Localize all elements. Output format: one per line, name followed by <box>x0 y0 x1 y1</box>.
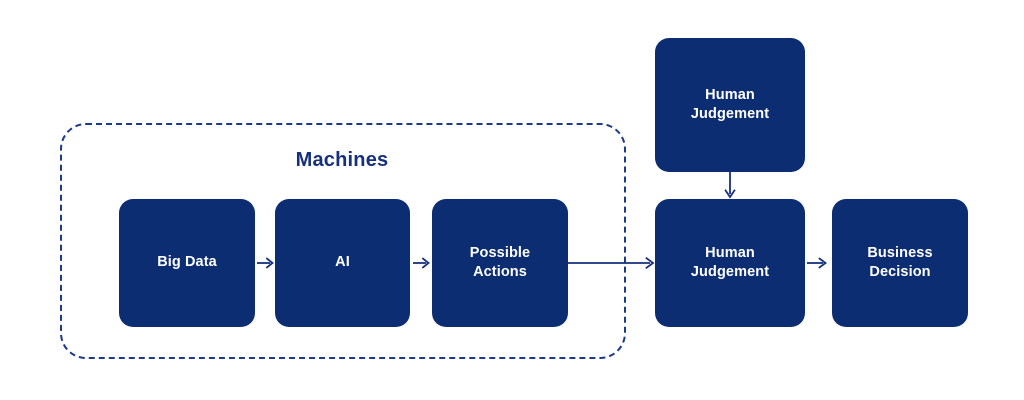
node-big-data[interactable]: Big Data <box>119 199 255 327</box>
node-human-judgement-main-label: Human Judgement <box>690 244 770 280</box>
node-ai[interactable]: AI <box>275 199 410 327</box>
node-possible-actions[interactable]: Possible Actions <box>432 199 568 327</box>
connector-big-data-to-ai-arrow-icon <box>257 255 275 271</box>
node-big-data-label: Big Data <box>157 254 217 271</box>
connector-human-judgement-to-business-decision-arrow-icon <box>807 255 829 271</box>
node-ai-label: AI <box>335 254 350 271</box>
node-human-judgement-main[interactable]: Human Judgement <box>655 199 805 327</box>
connector-human-judgement-top-to-main-arrow-icon <box>722 172 738 200</box>
connector-possible-actions-to-human-judgement-arrow-icon <box>568 255 656 271</box>
node-human-judgement-top[interactable]: Human Judgement <box>655 38 805 172</box>
machines-group-frame <box>60 123 626 359</box>
node-business-decision-label: Business Decision <box>867 244 933 280</box>
machines-group-title: Machines <box>295 149 389 171</box>
node-possible-actions-label: Possible Actions <box>469 244 531 280</box>
node-business-decision[interactable]: Business Decision <box>832 199 968 327</box>
connector-ai-to-possible-actions-arrow-icon <box>413 255 431 271</box>
node-human-judgement-top-label: Human Judgement <box>690 86 770 122</box>
